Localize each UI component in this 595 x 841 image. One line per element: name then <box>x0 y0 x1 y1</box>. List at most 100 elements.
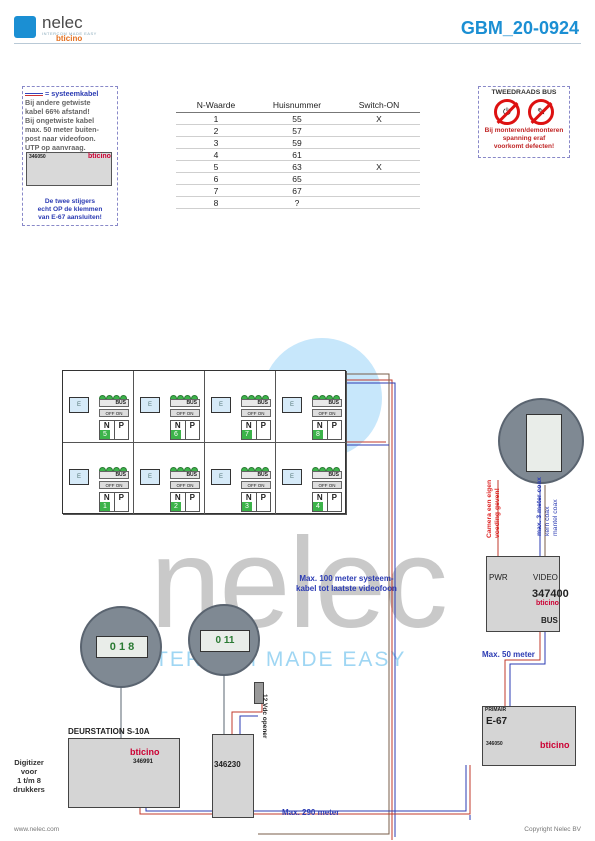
note-line: max. 3 meter coax <box>536 477 543 536</box>
mini-device-brand: bticino <box>88 153 111 160</box>
note-line: Bij ongetwiste kabel <box>25 116 95 125</box>
label-line: voor <box>20 767 38 776</box>
brand-sub: bticino <box>56 34 83 43</box>
n-label: N <box>313 421 328 439</box>
table-cell <box>338 184 420 197</box>
no-screwdriver-icon: ✎ <box>528 99 554 125</box>
n-label: N <box>313 493 328 511</box>
bus-terminal-label: BUS <box>312 399 342 407</box>
switch-label: OFF ON <box>99 409 129 417</box>
n-label: N <box>100 421 115 439</box>
bus-terminal-label: BUS <box>241 399 271 407</box>
system-cable-note: = systeemkabel Bij andere getwiste kabel… <box>22 86 118 226</box>
e67-bus-module <box>482 706 576 766</box>
n-value-badge: 3 <box>242 502 252 511</box>
switch-label: OFF ON <box>312 409 342 417</box>
p-label: P <box>331 493 337 502</box>
label-line: kabel tot laatste videofoon <box>296 584 397 593</box>
e67-name: E-67 <box>486 716 508 727</box>
digitizer-label: Digitizer voor 1 t/m 8 drukkers <box>6 758 52 794</box>
switch-label: OFF ON <box>170 409 200 417</box>
switch-label: OFF ON <box>99 481 129 489</box>
coax-note: max. 3 meter coax kern coax mantel coax <box>536 477 560 536</box>
table-cell: 8 <box>176 196 256 209</box>
p-label: P <box>260 493 266 502</box>
header-divider <box>14 43 581 44</box>
table-cell: 3 <box>176 136 256 149</box>
label-line: Max. 100 meter systeem- <box>299 574 394 583</box>
videophone-screen: E <box>282 469 302 485</box>
table-cell: 7 <box>176 184 256 197</box>
cable-legend-text: = systeemkabel <box>45 89 99 98</box>
footer-website: www.nelec.com <box>14 826 60 833</box>
videophone-screen: E <box>211 469 231 485</box>
terminal-icon <box>99 389 129 402</box>
switch-label: OFF ON <box>241 409 271 417</box>
table-cell: 5 <box>176 160 256 173</box>
door-station-brand: bticino <box>130 747 160 757</box>
warning-title: TWEEDRAADS BUS <box>491 89 557 96</box>
switch-label: OFF ON <box>312 481 342 489</box>
digitizer-detail-circle: 0 1 8 <box>80 606 162 688</box>
note-line: De twee stijgers <box>44 198 96 205</box>
table-cell: 6 <box>176 172 256 185</box>
n-value-badge: 7 <box>242 430 252 439</box>
n-label: N <box>171 421 186 439</box>
note-line: voeding geven! <box>494 488 501 538</box>
table-cell: X <box>338 160 420 173</box>
table-row: 8? <box>176 196 420 209</box>
video-module-brand: bticino <box>536 600 559 607</box>
brand-tagline: INTERCOM MADE EASY <box>42 31 97 36</box>
bus-terminal-label: BUS <box>170 399 200 407</box>
power-supply-device <box>212 734 254 818</box>
door-opener-label: 12 Vdc opener <box>261 694 268 739</box>
video-module-code: 347400 <box>532 588 569 600</box>
nelec-logo-icon <box>14 16 36 38</box>
bus-terminal-label: BUS <box>312 471 342 479</box>
table-cell <box>338 136 420 149</box>
n-label: N <box>242 493 257 511</box>
power-detail-circle: 0 11 <box>188 604 260 676</box>
table-cell: 67 <box>256 184 338 197</box>
p-label: P <box>189 421 195 430</box>
label-line: Digitizer <box>14 758 44 767</box>
switch-label: OFF ON <box>170 481 200 489</box>
e67-brand: bticino <box>540 740 570 750</box>
video-bus-label: BUS <box>541 616 558 625</box>
p-label: P <box>118 421 124 430</box>
n-label: N <box>100 493 115 511</box>
table-cell: 4 <box>176 148 256 161</box>
bus-terminal-label: BUS <box>170 471 200 479</box>
n-value-badge: 6 <box>171 430 181 439</box>
column-header: Switch-ON <box>338 98 420 113</box>
n-value-badge: 2 <box>171 502 181 511</box>
mini-device-e67 <box>26 152 112 186</box>
n-value-badge: 8 <box>313 430 323 439</box>
table-cell <box>338 124 420 137</box>
p-label: P <box>331 421 337 430</box>
digitizer-display: 0 1 8 <box>96 636 148 658</box>
cable-50-label: Max. 50 meter <box>482 650 535 659</box>
n-label: N <box>171 493 186 511</box>
table-cell: 57 <box>256 124 338 137</box>
videophone-screen: E <box>211 397 231 413</box>
note-line: Bij andere getwiste <box>25 98 91 107</box>
n-value-badge: 1 <box>100 502 110 511</box>
n-label: N <box>242 421 257 439</box>
n-value-badge: 5 <box>100 430 110 439</box>
doc-title: GBM_20-0924 <box>460 18 579 38</box>
cable-legend-icon <box>25 92 43 96</box>
